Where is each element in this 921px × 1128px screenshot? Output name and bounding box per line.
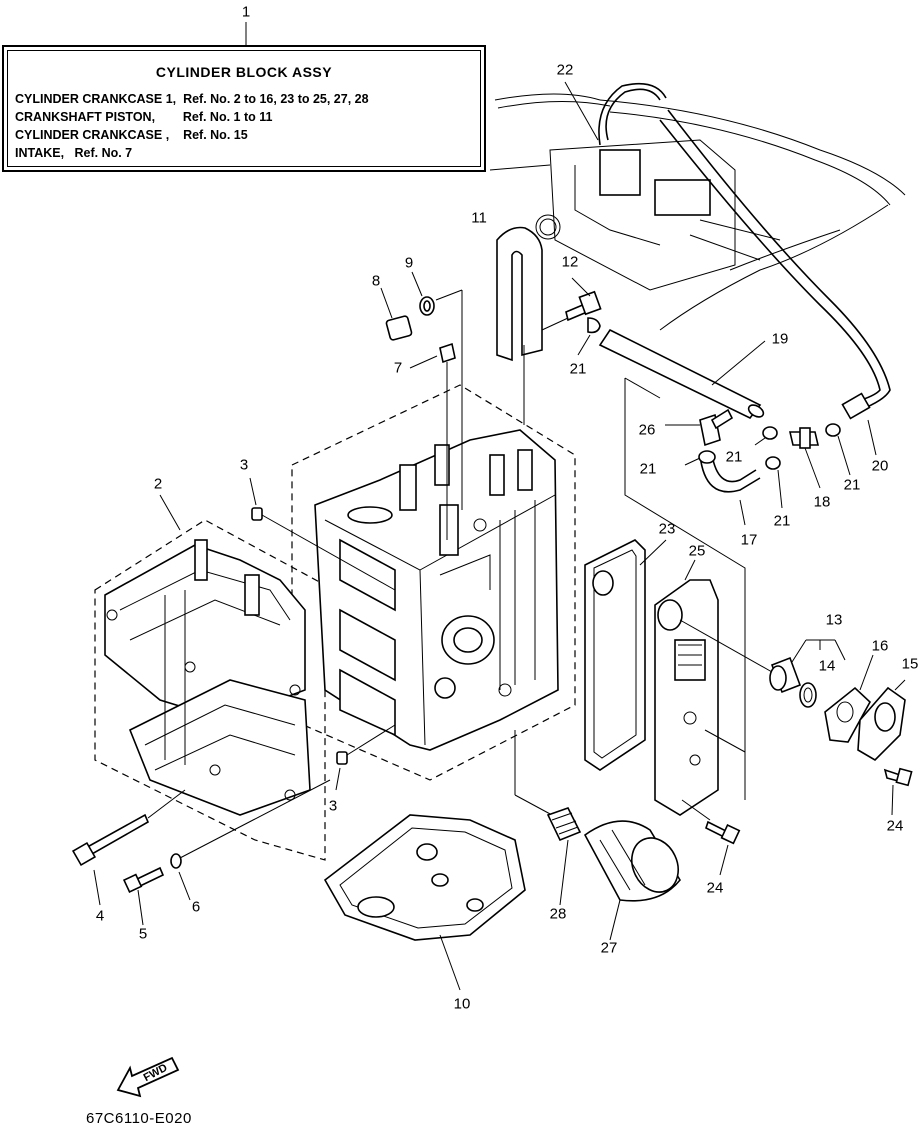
callout-label: 21 bbox=[773, 512, 791, 530]
callout-label: 20 bbox=[871, 457, 889, 475]
callout-label: 10 bbox=[453, 995, 471, 1013]
callout-label: 25 bbox=[688, 542, 706, 560]
callout-label: 27 bbox=[600, 939, 618, 957]
assembly-legend-box: CYLINDER BLOCK ASSY CYLINDER CRANKCASE 1… bbox=[2, 45, 486, 172]
callout-label: 7 bbox=[393, 359, 403, 377]
callout-label: 23 bbox=[658, 520, 676, 538]
callout-label: 8 bbox=[371, 272, 381, 290]
callout-label: 3 bbox=[239, 456, 249, 474]
callout-label: 21 bbox=[639, 460, 657, 478]
callout-label: 4 bbox=[95, 907, 105, 925]
engine-background-outline bbox=[489, 93, 906, 331]
legend-line: CYLINDER CRANKCASE , Ref. No. 15 bbox=[15, 128, 248, 142]
callout-label: 12 bbox=[561, 253, 579, 271]
legend-line: CYLINDER CRANKCASE 1, Ref. No. 2 to 16, … bbox=[15, 92, 369, 106]
fwd-arrow-icon bbox=[116, 1056, 180, 1098]
cylinder-block bbox=[314, 429, 559, 751]
callout-label: 17 bbox=[740, 531, 758, 549]
callout-label: 13 bbox=[825, 611, 843, 629]
callout-label: 21 bbox=[843, 476, 861, 494]
callout-label: 16 bbox=[871, 637, 889, 655]
callout-label: 1 bbox=[241, 3, 251, 21]
callout-label: 18 bbox=[813, 493, 831, 511]
callout-label: 6 bbox=[191, 898, 201, 916]
callout-label: 26 bbox=[638, 421, 656, 439]
callout-label: 11 bbox=[471, 209, 487, 227]
callout-label: 2 bbox=[153, 475, 163, 493]
crankcase-cover-part-2 bbox=[104, 539, 311, 816]
callout-label: 22 bbox=[556, 61, 574, 79]
callout-label: 9 bbox=[404, 254, 414, 272]
callout-label: 15 bbox=[901, 655, 919, 673]
legend-line: INTAKE, Ref. No. 7 bbox=[15, 146, 133, 160]
callout-label: 14 bbox=[818, 657, 836, 675]
callout-label: 24 bbox=[886, 817, 904, 835]
callout-label: 28 bbox=[549, 905, 567, 923]
figure-code: 67C6110-E020 bbox=[86, 1110, 192, 1127]
legend-line: CRANKSHAFT PISTON, Ref. No. 1 to 11 bbox=[15, 110, 273, 124]
callout-label: 19 bbox=[771, 330, 789, 348]
callout-label: 21 bbox=[725, 448, 743, 466]
callout-label: 5 bbox=[138, 925, 148, 943]
callout-label: 3 bbox=[328, 797, 338, 815]
callout-label: 24 bbox=[706, 879, 724, 897]
callout-label: 21 bbox=[569, 360, 587, 378]
legend-title: CYLINDER BLOCK ASSY bbox=[155, 64, 333, 80]
